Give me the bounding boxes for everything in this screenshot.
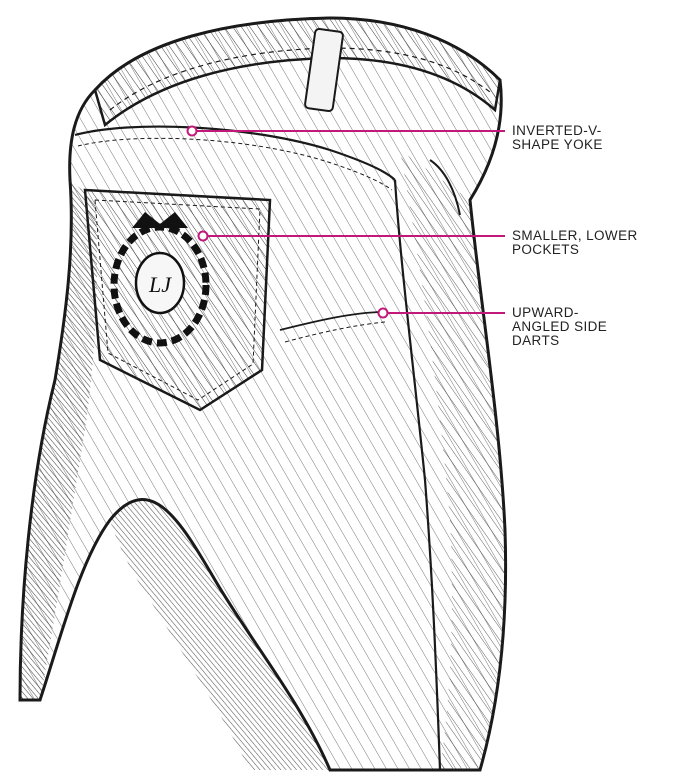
callout-pockets-line-2: POCKETS (512, 243, 638, 257)
crest-monogram: LJ (148, 272, 172, 297)
marker-yoke (188, 127, 197, 136)
callout-darts-line-1: UPWARD- (512, 306, 607, 320)
callout-pockets-line-1: SMALLER, LOWER (512, 229, 638, 243)
marker-darts (379, 309, 388, 318)
callout-yoke-line-2: SHAPE YOKE (512, 138, 603, 152)
callout-darts-line-2: ANGLED SIDE (512, 320, 607, 334)
marker-pockets (199, 232, 208, 241)
callout-yoke-line-1: INVERTED-V- (512, 124, 603, 138)
callout-yoke-label: INVERTED-V- SHAPE YOKE (512, 124, 603, 152)
callout-darts-label: UPWARD- ANGLED SIDE DARTS (512, 306, 607, 348)
callout-darts-line-3: DARTS (512, 334, 607, 348)
callout-pockets-label: SMALLER, LOWER POCKETS (512, 229, 638, 257)
